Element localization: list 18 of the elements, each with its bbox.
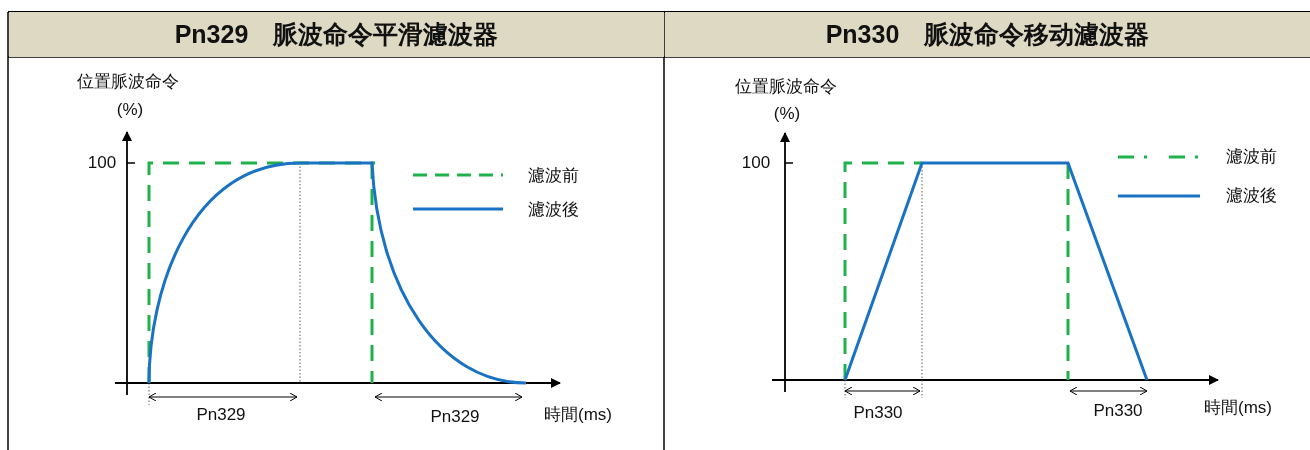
tick-label: 100 bbox=[741, 153, 771, 173]
tick-label: 100 bbox=[87, 153, 117, 173]
dimension-label: Pn330 bbox=[1093, 401, 1143, 421]
legend-text: 濾波前 bbox=[1225, 147, 1277, 167]
header-band: Pn330 脈波命令移动濾波器 bbox=[665, 12, 1310, 57]
dimension-label: Pn329 bbox=[196, 405, 246, 425]
legend-text: 濾波前 bbox=[527, 166, 579, 186]
dimension-label: Pn329 bbox=[430, 407, 480, 427]
unit-label: (%) bbox=[116, 100, 144, 120]
axis-label: 位置脈波命令 bbox=[735, 77, 837, 97]
axis-label: 位置脈波命令 bbox=[77, 72, 179, 92]
legend-text: 濾波後 bbox=[1225, 186, 1277, 206]
header-band: Pn329 脈波命令平滑濾波器 bbox=[9, 12, 664, 57]
axis-label: 時間(ms) bbox=[544, 405, 612, 425]
legend-text: 濾波後 bbox=[527, 200, 579, 220]
unit-label: (%) bbox=[773, 104, 801, 124]
dimension-label: Pn330 bbox=[853, 403, 903, 423]
axis-label: 時間(ms) bbox=[1204, 398, 1272, 418]
